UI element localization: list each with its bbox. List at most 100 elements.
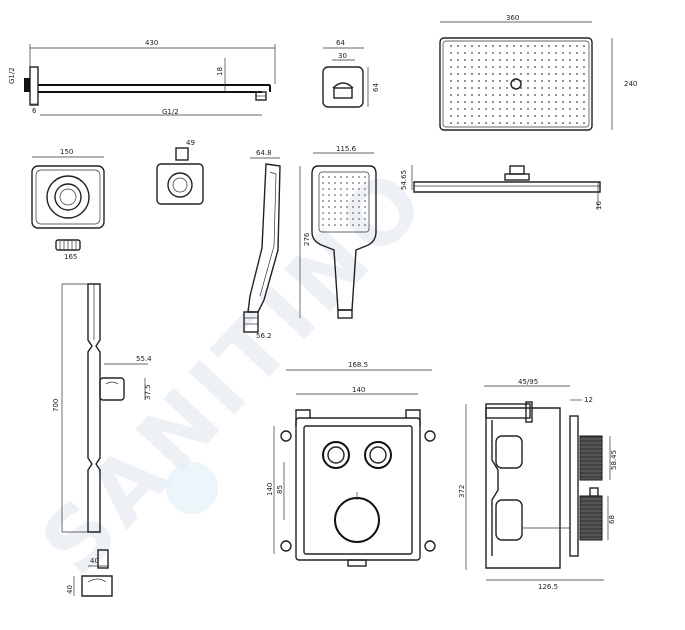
hand-nozzle-dot — [352, 194, 354, 196]
arm-offset-label: 6 — [32, 107, 37, 115]
nozzle-dot — [464, 59, 466, 61]
nozzle-dot — [457, 115, 459, 117]
hand-nozzle-dot — [352, 224, 354, 226]
shower-arm-drawing: 430 18 G1/2 G1/2 6 — [8, 39, 276, 116]
nozzle-dot — [450, 66, 452, 68]
hand-nozzle-dot — [364, 188, 366, 190]
nozzle-dot — [555, 59, 557, 61]
nozzle-dot — [457, 45, 459, 47]
nozzle-dot — [527, 73, 529, 75]
nozzle-dot — [548, 80, 550, 82]
nozzle-dot — [471, 94, 473, 96]
head-side-height-label: 54.65 — [400, 170, 408, 190]
hand-nozzle-dot — [334, 212, 336, 214]
nozzle-dot — [485, 45, 487, 47]
hand-nozzle-dot — [340, 200, 342, 202]
nozzle-dot — [576, 87, 578, 89]
nozzle-dot — [527, 80, 529, 82]
nozzle-dot — [548, 59, 550, 61]
nozzle-dot — [485, 87, 487, 89]
nozzle-dot — [457, 66, 459, 68]
nozzle-dot — [527, 115, 529, 117]
hand-nozzle-dot — [364, 194, 366, 196]
nozzle-dot — [457, 59, 459, 61]
nozzle-dot — [485, 94, 487, 96]
hand-nozzle-dot — [340, 182, 342, 184]
nozzle-dot — [569, 66, 571, 68]
hand-nozzle-dot — [340, 188, 342, 190]
hand-nozzle-dot — [364, 212, 366, 214]
nozzle-dot — [548, 87, 550, 89]
nozzle-dot — [520, 108, 522, 110]
hand-nozzle-dot — [358, 212, 360, 214]
valve-plate-label: 12 — [584, 396, 593, 404]
nozzle-dot — [492, 73, 494, 75]
hand-nozzle-dot — [328, 224, 330, 226]
nozzle-dot — [520, 73, 522, 75]
valve-front-drawing: 168.5 140 140 85 — [266, 361, 436, 567]
hand-nozzle-dot — [358, 200, 360, 202]
nozzle-dot — [583, 87, 585, 89]
hand-nozzle-grid — [322, 176, 366, 226]
nozzle-dot — [527, 108, 529, 110]
nozzle-dot — [576, 73, 578, 75]
nozzle-dot — [541, 122, 543, 124]
nozzle-dot — [541, 94, 543, 96]
nozzle-dot — [520, 66, 522, 68]
valve-inner-height-label: 85 — [276, 485, 284, 494]
nozzle-dot — [534, 122, 536, 124]
nozzle-dot — [555, 115, 557, 117]
hand-nozzle-dot — [358, 188, 360, 190]
nozzle-dot — [478, 52, 480, 54]
hand-nozzle-dot — [328, 194, 330, 196]
nozzle-dot — [569, 87, 571, 89]
nozzle-dot — [492, 52, 494, 54]
nozzle-dot — [450, 73, 452, 75]
nozzle-dot — [492, 94, 494, 96]
nozzle-dot — [450, 94, 452, 96]
nozzle-dot — [499, 59, 501, 61]
hand-nozzle-dot — [334, 200, 336, 202]
hand-nozzle-dot — [334, 218, 336, 220]
hand-nozzle-dot — [346, 212, 348, 214]
connector-drawing: 49 — [156, 139, 204, 205]
elbow-width-label: 64 — [336, 39, 345, 47]
nozzle-dot — [569, 45, 571, 47]
nozzle-dot — [499, 108, 501, 110]
nozzle-dot — [492, 115, 494, 117]
hand-nozzle-dot — [346, 206, 348, 208]
nozzle-dot — [534, 52, 536, 54]
nozzle-dot — [555, 80, 557, 82]
nozzle-dot — [478, 73, 480, 75]
nozzle-dot — [569, 59, 571, 61]
nozzle-dot — [569, 52, 571, 54]
nozzle-dot — [478, 66, 480, 68]
valve-depth-label: 45/95 — [518, 378, 538, 386]
hand-nozzle-dot — [364, 182, 366, 184]
nozzle-dot — [576, 108, 578, 110]
nozzle-dot — [562, 66, 564, 68]
rail-offset-label: 55.4 — [136, 355, 152, 363]
hand-nozzle-dot — [340, 194, 342, 196]
arm-height-label: 18 — [216, 67, 224, 76]
nozzle-dot — [499, 45, 501, 47]
nozzle-dot — [555, 122, 557, 124]
nozzle-dot — [506, 94, 508, 96]
watermark-drop-icon — [166, 462, 218, 514]
nozzle-dot — [541, 87, 543, 89]
head-depth-label: 240 — [624, 80, 637, 88]
nozzle-dot — [548, 66, 550, 68]
nozzle-dot — [548, 52, 550, 54]
nozzle-dot — [478, 94, 480, 96]
nozzle-dot — [485, 101, 487, 103]
hand-nozzle-dot — [358, 218, 360, 220]
nozzle-dot — [513, 122, 515, 124]
hand-side-length-label: 56.2 — [256, 332, 272, 340]
hand-nozzle-dot — [358, 182, 360, 184]
nozzle-dot — [464, 87, 466, 89]
nozzle-dot — [520, 59, 522, 61]
nozzle-dot — [576, 122, 578, 124]
nozzle-dot — [583, 73, 585, 75]
nozzle-dot — [534, 87, 536, 89]
